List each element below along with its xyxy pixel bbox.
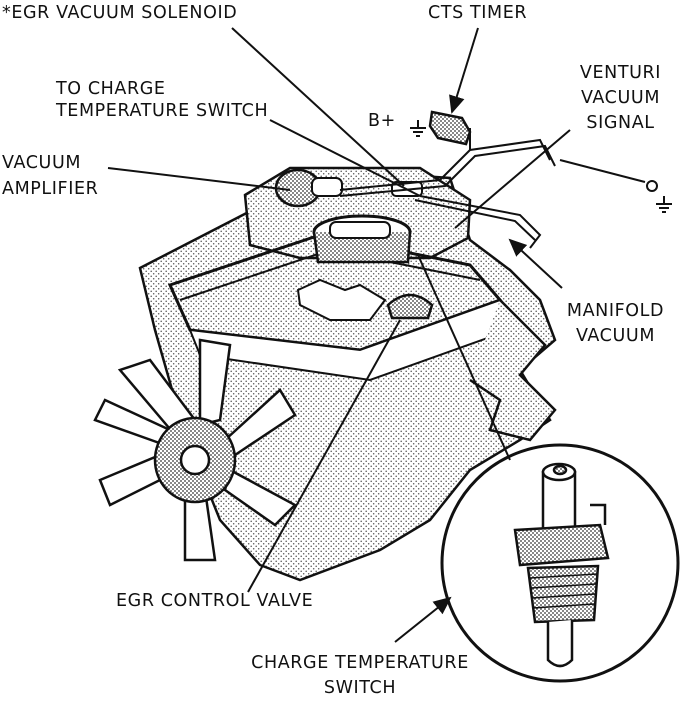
- label-cts-timer: CTS TIMER: [428, 3, 528, 23]
- label-venturi-line2: VACUUM: [580, 88, 661, 108]
- label-to-charge-line1: TO CHARGE: [56, 79, 166, 99]
- vacuum-hoses: [339, 128, 556, 249]
- ground-symbol: [410, 120, 672, 213]
- label-venturi-line3: SIGNAL: [586, 113, 655, 133]
- fan: [93, 338, 298, 562]
- label-egr-control-valve: EGR CONTROL VALVE: [116, 591, 314, 611]
- label-charge-switch-line2: SWITCH: [323, 678, 397, 698]
- label-egr-vacuum-solenoid: *EGR VACUUM SOLENOID: [2, 3, 238, 23]
- egr-valve: [386, 293, 434, 320]
- label-manifold-line1: MANIFOLD: [566, 301, 665, 321]
- label-vacuum-amp-line2: AMPLIFIER: [2, 179, 99, 199]
- cts-timer: [428, 110, 472, 146]
- label-manifold-line2: VACUUM: [575, 326, 656, 346]
- label-charge-switch-line1: CHARGE TEMPERATURE: [251, 653, 469, 673]
- label-venturi-line1: VENTURI: [579, 63, 662, 83]
- label-vacuum-amp-line1: VACUUM: [2, 153, 82, 173]
- leader-lines: [107, 27, 571, 643]
- label-b-plus: B+: [368, 111, 396, 131]
- label-to-charge-line2: TEMPERATURE SWITCH: [56, 101, 269, 121]
- charge-temperature-switch: [513, 462, 610, 668]
